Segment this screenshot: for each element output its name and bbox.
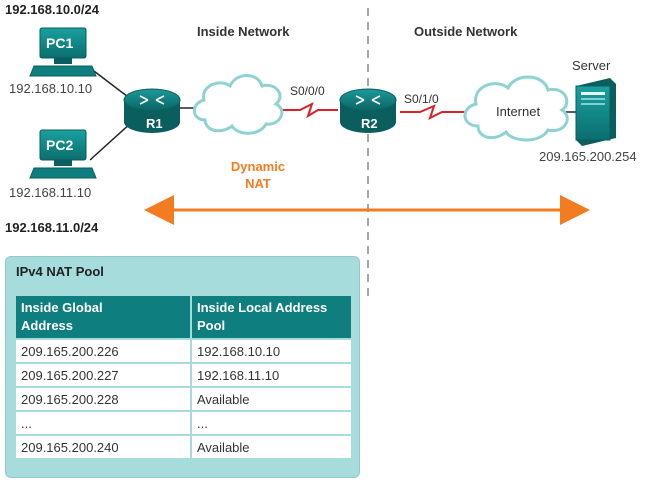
interface-s010-label: S0/1/0	[404, 92, 439, 106]
cell-inside-local: ...	[192, 412, 351, 434]
nat-pool-title: IPv4 NAT Pool	[16, 264, 104, 279]
table-row: ... ...	[16, 412, 351, 434]
table-row: 209.165.200.227 192.168.11.10	[16, 364, 351, 386]
inside-network-label: Inside Network	[197, 24, 290, 39]
r1-router-icon	[123, 88, 181, 133]
nat-pool-panel: IPv4 NAT Pool Inside Global Address Insi…	[5, 256, 360, 478]
serial-link-s010	[400, 104, 466, 120]
inside-cloud-icon	[192, 74, 284, 135]
r2-router-icon	[339, 88, 397, 133]
internet-label: Internet	[496, 104, 541, 119]
table-header-row: Inside Global Address Inside Local Addre…	[16, 296, 351, 338]
server-icon	[575, 78, 616, 146]
serial-link-s000	[276, 102, 338, 119]
pc2-computer-icon	[29, 129, 97, 179]
cell-inside-local: 192.168.10.10	[192, 340, 351, 362]
pc1-ip-label: 192.168.10.10	[9, 81, 93, 96]
pc2-ip-label: 192.168.11.10	[9, 185, 92, 200]
cell-inside-global: 209.165.200.226	[16, 340, 190, 362]
cell-inside-global: 209.165.200.227	[16, 364, 190, 386]
header-inside-local: Inside Local Address Pool	[192, 296, 351, 338]
pc2-label: PC2	[46, 137, 74, 153]
cell-inside-local: Available	[192, 436, 351, 458]
cell-inside-global: 209.165.200.228	[16, 388, 190, 410]
link-pc2-r1	[89, 121, 133, 161]
link-pc1-r1	[89, 67, 133, 101]
table-row: 209.165.200.240 Available	[16, 436, 351, 458]
cell-inside-local: Available	[192, 388, 351, 410]
outside-network-label: Outside Network	[414, 24, 518, 39]
subnet-label-bottom: 192.168.11.0/24	[5, 220, 99, 235]
pc1-computer-icon	[29, 27, 97, 77]
table-row: 209.165.200.228 Available	[16, 388, 351, 410]
cell-inside-global: 209.165.200.240	[16, 436, 190, 458]
cell-inside-local: 192.168.11.10	[192, 364, 351, 386]
pc1-label: PC1	[46, 35, 74, 51]
nat-pool-table: Inside Global Address Inside Local Addre…	[14, 294, 353, 460]
r2-label: R2	[361, 116, 378, 131]
nat-line2: NAT	[245, 176, 271, 191]
table-row: 209.165.200.226 192.168.10.10	[16, 340, 351, 362]
header-inside-global: Inside Global Address	[16, 296, 190, 338]
interface-s000-label: S0/0/0	[290, 84, 325, 98]
server-label: Server	[572, 58, 611, 73]
r1-label: R1	[146, 116, 163, 131]
internet-cloud-icon	[463, 75, 569, 142]
server-ip-label: 209.165.200.254	[539, 149, 637, 164]
nat-line1: Dynamic	[230, 159, 286, 174]
cell-inside-global: ...	[16, 412, 190, 434]
subnet-label-top: 192.168.10.0/24	[5, 2, 99, 17]
dynamic-nat-label: Dynamic NAT	[216, 158, 300, 192]
